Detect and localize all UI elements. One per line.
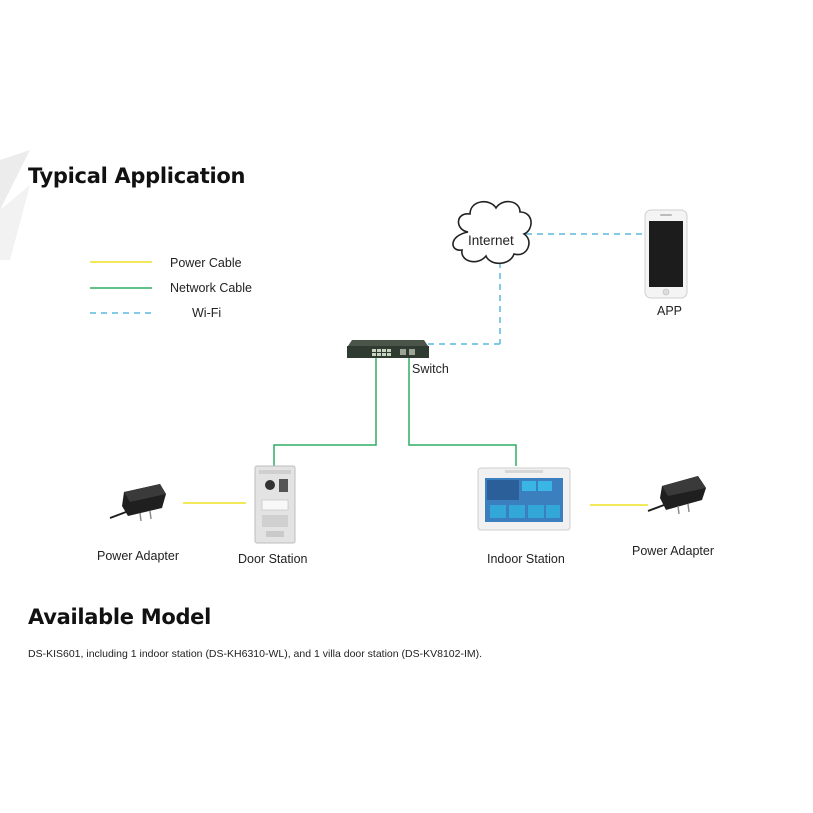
switch-label: Switch (412, 362, 449, 376)
smartphone-icon (644, 209, 688, 299)
wifi-links (428, 233, 645, 345)
switch-icon (347, 340, 429, 358)
legend-wifi-label: Wi-Fi (192, 306, 221, 320)
network-links (273, 358, 517, 466)
legend: Power Cable Network Cable Wi-Fi (90, 256, 252, 320)
power-adapter-left-label: Power Adapter (97, 549, 179, 563)
app-label: APP (657, 304, 682, 318)
door-station-icon (254, 465, 296, 544)
power-links (183, 502, 648, 506)
indoor-station-icon (477, 467, 571, 531)
power-adapter-right-label: Power Adapter (632, 544, 714, 558)
power-adapter-left-icon (109, 484, 166, 522)
legend-power-label: Power Cable (170, 256, 242, 270)
legend-network-label: Network Cable (170, 281, 252, 295)
available-model-title: Available Model (28, 605, 212, 629)
internet-cloud-icon: Internet (452, 200, 532, 265)
internet-label: Internet (468, 233, 514, 248)
door-station-label: Door Station (238, 552, 308, 566)
available-model-description: DS-KIS601, including 1 indoor station (D… (28, 648, 483, 660)
indoor-station-label: Indoor Station (487, 552, 565, 566)
decorative-background-shape (0, 150, 30, 260)
power-adapter-right-icon (647, 476, 706, 515)
typical-application-title: Typical Application (28, 164, 246, 188)
